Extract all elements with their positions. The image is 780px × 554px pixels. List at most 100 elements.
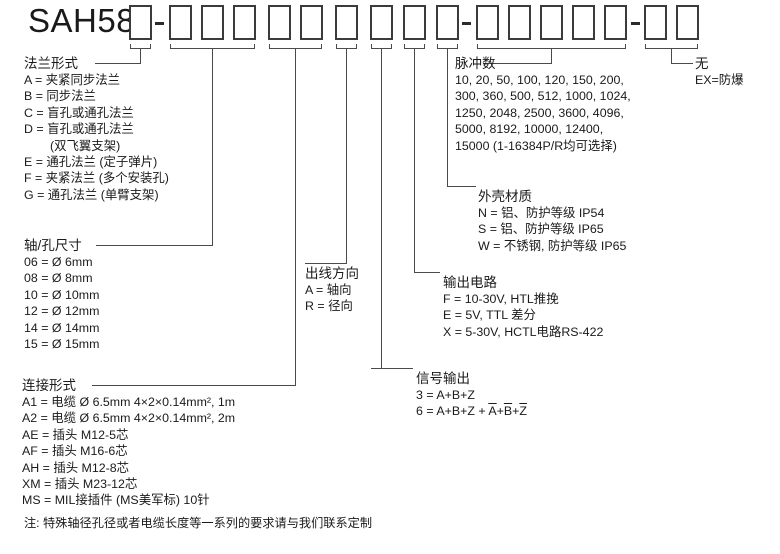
- code-box-flange-1[interactable]: [129, 5, 152, 40]
- housing-material-option-n: N = 铝、防护等级 IP54: [478, 206, 605, 220]
- section-output-circuit: 输出电路 F = 10-30V, HTL推挽 E = 5V, TTL 差分 X …: [443, 274, 603, 340]
- flange-option-g: G = 通孔法兰 (单臂支架): [24, 187, 159, 202]
- flange-option-d-note: (双飞翼支架): [50, 138, 121, 153]
- code-box-pulse-3[interactable]: [540, 5, 563, 40]
- bracket-connection: [269, 44, 322, 49]
- bracket-exit-direction: [336, 44, 357, 49]
- bracket-pulse-count: [477, 44, 626, 49]
- pulse-count-line-2: 300, 360, 500, 512, 1000, 1024,: [455, 89, 631, 104]
- housing-material-option-w: W = 不锈钢, 防护等级 IP65: [478, 238, 627, 253]
- code-box-explosion-2[interactable]: [676, 5, 699, 40]
- pulse-count-heading: 脉冲数: [455, 56, 496, 71]
- bracket-output-circuit: [404, 44, 425, 49]
- flange-option-e: E = 通孔法兰 (定子弹片): [24, 155, 158, 170]
- connection-option-a2: A2 = 电缆 Ø 6.5mm 4×2×0.14mm², 2m: [22, 411, 236, 426]
- leader-pulse-v: [551, 49, 552, 63]
- code-box-pulse-2[interactable]: [508, 5, 531, 40]
- signal-output-plus-1: +: [496, 404, 504, 419]
- bracket-flange: [130, 44, 151, 49]
- exit-direction-option-a: A = 轴向: [305, 283, 352, 297]
- section-explosion-proof: 无 EX=防爆: [695, 55, 744, 88]
- explosion-proof-heading: 无: [695, 56, 709, 71]
- section-shaft: 轴/孔尺寸 06 = Ø 6mm 08 = Ø 8mm 10 = Ø 10mm …: [24, 237, 99, 352]
- leader-connection-h: [92, 385, 296, 386]
- output-circuit-option-e: E = 5V, TTL 差分: [443, 308, 536, 323]
- code-box-exit-direction[interactable]: [335, 5, 358, 40]
- bracket-shaft: [170, 44, 255, 49]
- code-box-pulse-5[interactable]: [604, 5, 627, 40]
- section-connection: 连接形式 A1 = 电缆 Ø 6.5mm 4×2×0.14mm², 1m A2 …: [22, 377, 235, 509]
- signal-output-b-bar: B: [503, 404, 513, 419]
- output-circuit-heading: 输出电路: [443, 275, 497, 290]
- leader-explosion-v: [671, 49, 672, 63]
- leader-circuit-h: [414, 272, 440, 273]
- pulse-count-line-5: 15000 (1-16384P/R均可选择): [455, 138, 617, 153]
- section-pulse-count: 脉冲数 10, 20, 50, 100, 120, 150, 200, 300,…: [455, 55, 631, 154]
- footer-note: 注: 特殊轴径孔径或者电缆长度等一系列的要求请与我们联系定制: [24, 516, 373, 530]
- leader-pulse-h: [483, 63, 552, 64]
- connection-option-af: AF = 插头 M16-6芯: [22, 444, 128, 459]
- leader-connection-v: [295, 49, 296, 385]
- code-box-shaft-1[interactable]: [169, 5, 192, 40]
- signal-output-option-3: 3 = A+B+Z: [416, 388, 475, 402]
- shaft-option-15: 15 = Ø 15mm: [24, 337, 100, 352]
- explosion-proof-option-ex: EX=防爆: [695, 73, 744, 87]
- output-circuit-option-f: F = 10-30V, HTL推挽: [443, 292, 559, 306]
- signal-output-option-6: 6 = A+B+Z + A+B+Z: [416, 403, 527, 419]
- exit-direction-option-r: R = 径向: [305, 299, 353, 314]
- signal-output-a-bar: A: [488, 404, 497, 419]
- leader-shaft-v: [212, 49, 213, 245]
- shaft-option-10: 10 = Ø 10mm: [24, 287, 100, 302]
- flange-option-d: D = 盲孔或通孔法兰: [24, 122, 134, 137]
- signal-output-z-bar: Z: [519, 404, 527, 419]
- leader-exit-v: [346, 49, 347, 263]
- shaft-option-14: 14 = Ø 14mm: [24, 320, 100, 335]
- shaft-heading: 轴/孔尺寸: [24, 238, 82, 253]
- leader-flange-h: [95, 63, 141, 64]
- code-box-explosion-1[interactable]: [644, 5, 667, 40]
- section-exit-direction: 出线方向 A = 轴向 R = 径向: [305, 265, 359, 315]
- connection-option-ah: AH = 插头 M12-8芯: [22, 460, 130, 475]
- section-housing-material: 外壳材质 N = 铝、防护等级 IP54 S = 铝、防护等级 IP65 W =…: [478, 188, 626, 254]
- housing-material-heading: 外壳材质: [478, 189, 532, 204]
- connection-option-ms: MS = MIL接插件 (MS美军标) 10针: [22, 493, 210, 508]
- code-box-pulse-4[interactable]: [572, 5, 595, 40]
- code-box-signal-output[interactable]: [370, 5, 393, 40]
- shaft-option-06: 06 = Ø 6mm: [24, 255, 93, 269]
- flange-option-b: B = 同步法兰: [24, 89, 96, 104]
- signal-output-heading: 信号输出: [416, 371, 470, 386]
- code-separator-1: [155, 22, 164, 25]
- code-box-pulse-1[interactable]: [476, 5, 499, 40]
- leader-housing-h: [447, 186, 476, 187]
- flange-option-f: F = 夹紧法兰 (多个安装孔): [24, 171, 169, 186]
- flange-option-a: A = 夹紧同步法兰: [24, 73, 121, 87]
- pulse-count-line-3: 1250, 2048, 2500, 3600, 4096,: [455, 105, 624, 120]
- connection-option-xm: XM = 插头 M23-12芯: [22, 477, 138, 492]
- code-box-shaft-3[interactable]: [233, 5, 256, 40]
- connection-heading: 连接形式: [22, 378, 76, 393]
- housing-material-option-s: S = 铝、防护等级 IP65: [478, 222, 604, 237]
- bracket-explosion-proof: [645, 44, 698, 49]
- bracket-housing-material: [437, 44, 458, 49]
- code-box-connection-2[interactable]: [300, 5, 323, 40]
- leader-housing-v: [447, 49, 448, 186]
- code-box-shaft-2[interactable]: [201, 5, 224, 40]
- code-box-connection-1[interactable]: [268, 5, 291, 40]
- connection-option-a1: A1 = 电缆 Ø 6.5mm 4×2×0.14mm², 1m: [22, 395, 236, 409]
- leader-shaft-h: [96, 245, 213, 246]
- shaft-option-08: 08 = Ø 8mm: [24, 271, 93, 286]
- series-title: SAH58: [28, 2, 136, 39]
- code-box-output-circuit[interactable]: [403, 5, 426, 40]
- shaft-option-12: 12 = Ø 12mm: [24, 304, 100, 319]
- connection-option-ae: AE = 插头 M12-5芯: [22, 427, 129, 442]
- leader-exit-h: [305, 263, 347, 264]
- leader-circuit-v: [414, 49, 415, 272]
- code-box-housing-material[interactable]: [436, 5, 459, 40]
- section-flange: 法兰形式 A = 夹紧同步法兰 B = 同步法兰 C = 盲孔或通孔法兰 D =…: [24, 55, 169, 203]
- leader-flange-v: [140, 49, 141, 63]
- flange-option-c: C = 盲孔或通孔法兰: [24, 105, 134, 120]
- signal-output-option-6-prefix: 6 = A+B+Z +: [416, 404, 489, 419]
- exit-direction-heading: 出线方向: [305, 266, 359, 281]
- section-signal-output: 信号输出 3 = A+B+Z 6 = A+B+Z + A+B+Z: [416, 370, 527, 420]
